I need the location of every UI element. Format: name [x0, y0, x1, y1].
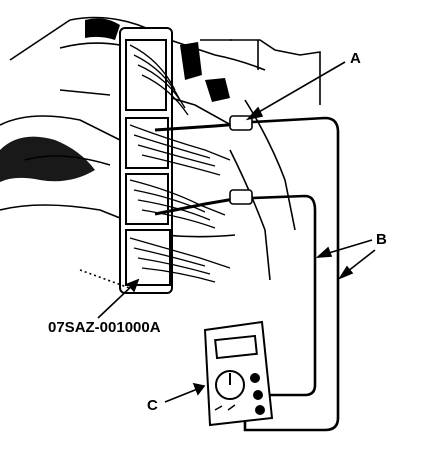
arrow-part — [126, 278, 140, 293]
probe-tips — [229, 115, 253, 205]
label-b: B — [376, 231, 387, 248]
arrow-c — [192, 382, 206, 396]
test-lead-outer — [243, 116, 340, 432]
arrow-a — [245, 106, 264, 121]
test-leads — [243, 116, 340, 432]
leader-a — [251, 61, 346, 117]
shading — [0, 18, 230, 182]
label-part-number: 07SAZ-001000A — [48, 319, 161, 336]
leader-c — [164, 387, 201, 403]
leader-part — [97, 282, 136, 319]
test-lead-inner — [251, 194, 317, 397]
probe-lead-lower — [154, 196, 241, 216]
multimeter — [203, 320, 274, 427]
arrow-b-2 — [337, 265, 354, 280]
label-a: A — [350, 50, 361, 67]
label-c: C — [147, 397, 158, 414]
leader-lines — [97, 61, 376, 403]
probe-tip-lower — [229, 189, 253, 205]
arrow-b-1 — [315, 246, 333, 258]
